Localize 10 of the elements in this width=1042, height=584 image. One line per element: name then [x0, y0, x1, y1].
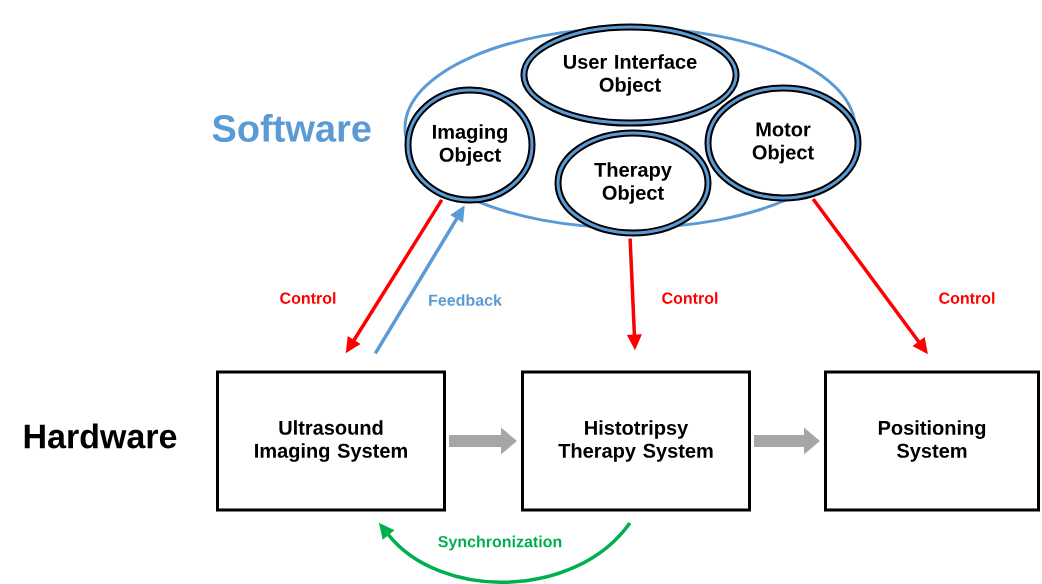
layer-heading: Hardware [24, 423, 177, 449]
edge-label: Control [278, 291, 338, 305]
node-label: Software [212, 114, 371, 142]
edge-label: Feedback [427, 293, 503, 307]
system-box: Ultrasound Imaging System [216, 370, 446, 512]
system-box: Histotripsy Therapy System [521, 370, 751, 512]
edge-label: Control [660, 291, 720, 305]
edge-label: Synchronization [436, 534, 564, 552]
edge-label: Control [937, 291, 997, 305]
system-box: Positioning System [824, 370, 1040, 512]
